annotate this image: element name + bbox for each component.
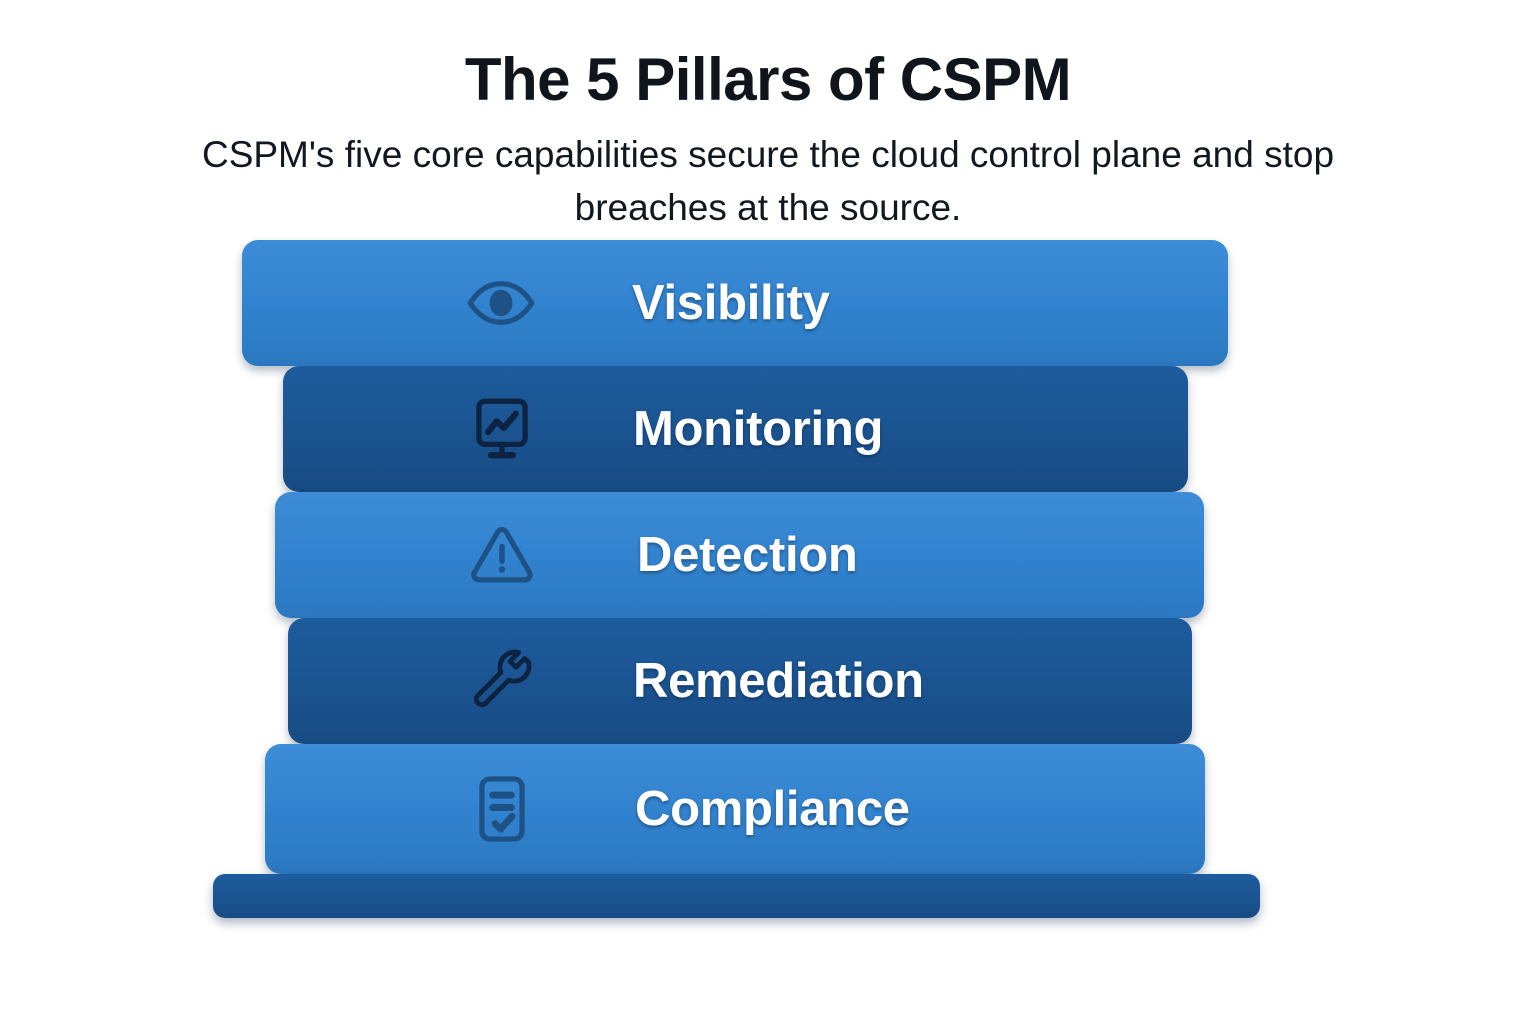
eye-icon [458, 260, 544, 346]
pillar-visibility[interactable]: Visibility [242, 240, 1228, 367]
warning-triangle-icon [459, 512, 545, 598]
pillar-label: Remediation [633, 654, 924, 709]
pillar-compliance[interactable]: Compliance [265, 744, 1205, 875]
pillar-label: Monitoring [633, 402, 884, 457]
pillar-detection[interactable]: Detection [275, 492, 1204, 619]
clipboard-check-icon [459, 766, 545, 852]
monitor-chart-icon [459, 386, 545, 472]
header: The 5 Pillars of CSPM CSPM's five core c… [143, 48, 1393, 234]
pillar-label: Visibility [632, 276, 830, 331]
pillar-monitoring[interactable]: Monitoring [283, 366, 1188, 493]
pillar-label: Detection [637, 528, 858, 583]
wrench-icon [459, 638, 545, 724]
stack-base-platform [213, 874, 1260, 919]
page-title: The 5 Pillars of CSPM [464, 46, 1072, 113]
pillar-stack: Visibility Monitoring [0, 240, 1536, 940]
page-subtitle: CSPM's five core capabilities secure the… [201, 134, 1335, 228]
pillar-label: Compliance [635, 782, 910, 837]
pillar-remediation[interactable]: Remediation [288, 618, 1192, 745]
